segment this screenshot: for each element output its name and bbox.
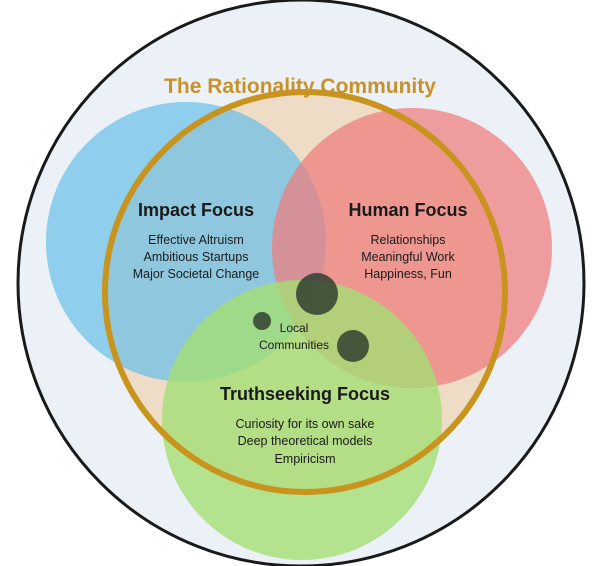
impact-focus-item: Ambitious Startups [144, 250, 249, 264]
truthseeking-focus-circle [162, 280, 442, 560]
center-large-dot [296, 273, 338, 315]
truthseeking-focus-item: Curiosity for its own sake [236, 417, 375, 431]
human-focus-heading: Human Focus [348, 200, 467, 220]
human-focus-item: Relationships [370, 233, 445, 247]
medium-community-dot [337, 330, 369, 362]
small-community-dot [253, 312, 271, 330]
impact-focus-heading: Impact Focus [138, 200, 254, 220]
truthseeking-focus-item: Empiricism [274, 452, 335, 466]
diagram-title: The Rationality Community [164, 75, 436, 98]
truthseeking-focus-item: Deep theoretical models [238, 434, 373, 448]
community-circle-ring [102, 89, 508, 495]
impact-focus-item: Major Societal Change [133, 267, 260, 281]
human-focus-item: Happiness, Fun [364, 267, 452, 281]
truthseeking-focus-heading: Truthseeking Focus [220, 384, 390, 404]
impact-focus-item: Effective Altruism [148, 233, 244, 247]
human-focus-item: Meaningful Work [361, 250, 455, 264]
local-communities-label-line1: Local [280, 321, 309, 335]
local-communities-label-line2: Communities [259, 338, 329, 352]
